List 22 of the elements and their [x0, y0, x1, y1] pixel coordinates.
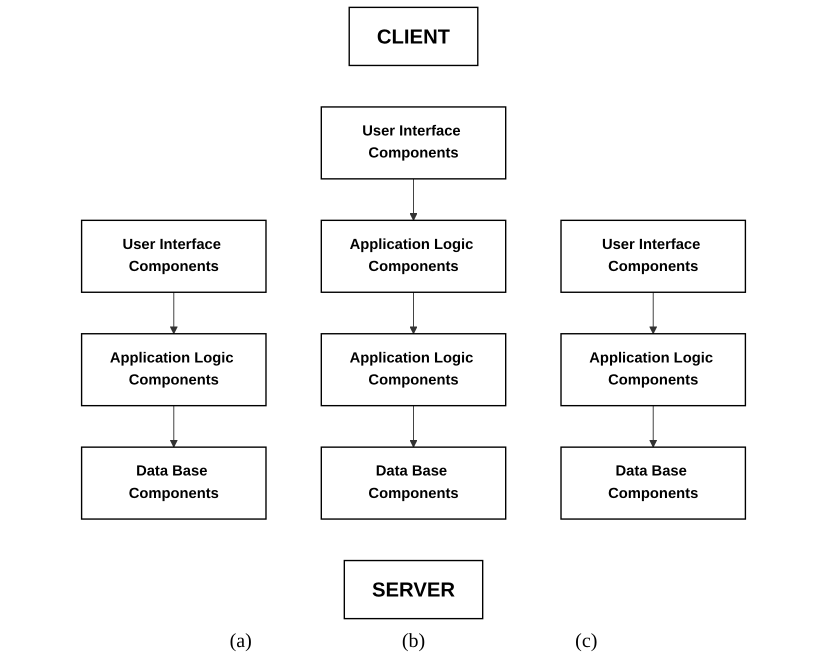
- arrow: [170, 405, 178, 448]
- column-label: (c): [575, 630, 598, 653]
- node-box: Application Logic Components: [560, 333, 746, 406]
- node-box: Data Base Components: [320, 446, 506, 520]
- arrow: [409, 405, 418, 448]
- node-box: Application Logic Components: [320, 333, 506, 406]
- arrow: [409, 178, 418, 221]
- column-label: (b): [402, 630, 426, 653]
- node-box: Application Logic Components: [320, 220, 506, 293]
- node-box: Application Logic Components: [80, 333, 267, 406]
- node-box: Data Base Components: [80, 446, 267, 520]
- arrow: [649, 292, 658, 334]
- arrow: [170, 292, 178, 334]
- column-label: (a): [230, 630, 252, 653]
- node-box: SERVER: [344, 560, 484, 620]
- node-box: CLIENT: [348, 6, 478, 66]
- node-box: Data Base Components: [560, 446, 746, 520]
- node-box: User Interface Components: [320, 106, 506, 180]
- node-box: User Interface Components: [80, 220, 267, 293]
- arrow: [409, 292, 418, 334]
- node-box: User Interface Components: [560, 220, 746, 293]
- arrow: [649, 405, 658, 448]
